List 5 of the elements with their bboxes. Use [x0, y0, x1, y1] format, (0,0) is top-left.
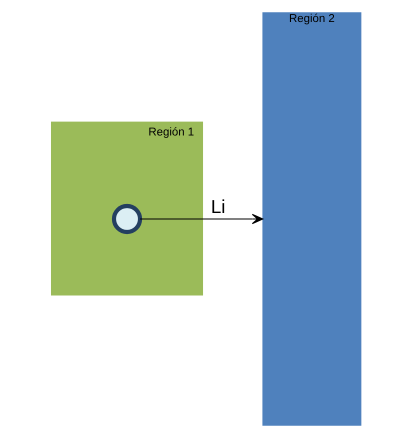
cluster: Región 1 [50, 122, 203, 296]
node-box: Región 2 [262, 12, 361, 426]
edge-label: Li [210, 196, 225, 218]
arrow [140, 214, 263, 224]
node-circle [111, 204, 142, 234]
